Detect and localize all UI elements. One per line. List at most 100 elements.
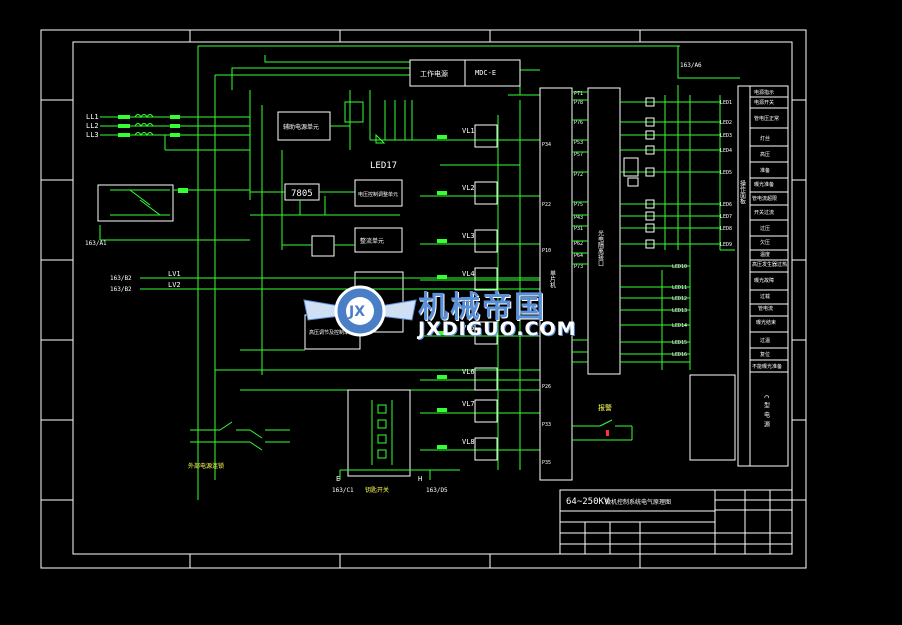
vl-label: VL2 <box>462 184 475 192</box>
key-switch-area: 钥匙开关 E H 163/C1 163/D5 <box>332 389 460 494</box>
top-ref-label: 163/A6 <box>680 62 702 69</box>
e-mark: E <box>336 475 340 483</box>
led-boxes <box>623 97 655 249</box>
port-label: P31 <box>574 226 583 232</box>
monitor-label: 整流单元 <box>360 237 384 245</box>
port-label: P76 <box>574 120 583 126</box>
panel-item: 曝光结束 <box>756 319 776 326</box>
lv-lines: 163/B2 163/B2 LV1 LV2 <box>110 270 540 293</box>
three-phase-input: LL1 LL2 LL3 <box>86 113 250 151</box>
left-switch-box: 163/A1 <box>85 184 250 247</box>
operation-side-label: 操作面板 <box>739 179 746 205</box>
port-label: P34 <box>542 142 551 148</box>
lv1-ref: 163/B2 <box>110 275 132 282</box>
panel-item: 灯丝 <box>760 135 770 142</box>
panel-item: 复位 <box>760 351 770 358</box>
cpu-panel-label: 单片机 <box>549 269 556 289</box>
led-labels: LED1 LED2 LED3 LED4 LED5 LED6 LED7 LED8 … <box>672 100 732 358</box>
vl-label: VL8 <box>462 438 475 446</box>
led17-label: LED17 <box>370 161 397 171</box>
led-label: LED8 <box>720 226 732 232</box>
lv2-label: LV2 <box>168 281 181 289</box>
port-label: P33 <box>542 422 551 428</box>
inner-frame <box>72 41 793 555</box>
led-matrix-lines <box>620 85 735 370</box>
panel-item: 温度 <box>760 251 770 258</box>
panel-item: 准备 <box>760 167 770 174</box>
lv1-label: LV1 <box>168 270 181 278</box>
panel-item: 电源指示 <box>754 89 774 96</box>
watermark-title: 机械帝国 <box>418 290 546 325</box>
port-label: P10 <box>542 248 551 254</box>
port-label: P26 <box>542 384 551 390</box>
work-power-label: 工作电源 <box>420 69 448 78</box>
panel-item: 曝光准备 <box>754 181 774 188</box>
regulator-label: 7805 <box>291 189 313 199</box>
port-label: P57 <box>574 152 583 158</box>
panel-item: 管电流超限 <box>752 195 777 202</box>
panel-item: 开关过流 <box>754 209 774 216</box>
port-label: P73 <box>574 264 583 270</box>
port-label: P53 <box>574 140 583 146</box>
ext-interlock-label: 外部电源连锁 <box>188 462 224 470</box>
lv2-ref: 163/B2 <box>110 286 132 293</box>
vl-symbols <box>437 135 447 449</box>
panel-connections <box>572 91 588 363</box>
display-panel-label: 光电隔离接口 <box>597 229 604 267</box>
bottom-ref-e: 163/C1 <box>332 487 354 494</box>
operation-panel: 操作面板 C 型 电 源 <box>689 85 789 467</box>
c-power-label: C 型 电 源 <box>763 395 770 429</box>
led-label: LED1 <box>720 100 732 106</box>
voltage-control-label: 电压控制调整单元 <box>358 191 398 198</box>
led-label: LED16 <box>672 352 687 358</box>
vl-labels: VL1 VL2 VL3 VL4 VL5 VL6 VL7 VL8 <box>462 127 475 446</box>
title-block-subtitle: 微机控制系统电气原理图 <box>605 498 671 506</box>
vl-label: VL6 <box>462 368 475 376</box>
watermark: JX 机械帝国 JXDIGUO.COM <box>300 280 600 342</box>
port-label: P62 <box>574 241 583 247</box>
alarm-label: 报警 <box>598 403 612 412</box>
phase-l2-label: LL2 <box>86 122 99 130</box>
panel-item: 曝光故障 <box>754 277 774 284</box>
port-label: P75 <box>574 202 583 208</box>
led-label: LED3 <box>720 133 732 139</box>
cpu-panel: 单片机 <box>539 87 573 481</box>
vl-label: VL3 <box>462 232 475 240</box>
watermark-logo-text: JX <box>348 304 365 320</box>
vl-label: VL1 <box>462 127 475 135</box>
led-label: LED10 <box>672 264 687 270</box>
led-label: LED4 <box>720 148 732 154</box>
panel-item: 管电压正常 <box>754 115 779 122</box>
led-label: LED14 <box>672 323 687 329</box>
port-labels: P71 P78 P76 P53 P57 P72 P75 P43 P31 P62 … <box>542 91 583 466</box>
bottom-ref-h: 163/D5 <box>426 487 448 494</box>
operation-panel-items: 电源指示 电源开关 管电压正常 灯丝 高压 准备 曝光准备 管电流超限 开关过流… <box>752 89 787 370</box>
alarm-switch: 报警 <box>572 403 633 441</box>
port-label: P43 <box>574 215 583 221</box>
vl-label: VL7 <box>462 400 475 408</box>
panel-item: 过温 <box>760 337 770 344</box>
title-block-voltage: 64~250KV <box>566 497 610 507</box>
led-label: LED11 <box>672 285 687 291</box>
port-label: P22 <box>542 202 551 208</box>
vl-opto-boxes <box>474 124 498 461</box>
vl-label: VL4 <box>462 270 475 278</box>
watermark-url: JXDIGUO.COM <box>418 318 577 340</box>
led-label: LED7 <box>720 214 732 220</box>
panel-item: 不能曝光准备 <box>752 363 782 370</box>
frame-ticks <box>41 30 806 568</box>
led-label: LED13 <box>672 308 687 314</box>
port-label: P72 <box>574 172 583 178</box>
panel-item: 高压发生器过热 <box>752 261 787 268</box>
panel-item: 电源开关 <box>754 99 774 106</box>
aux-power-label: 辅助电源单元 <box>283 123 319 131</box>
port-label: P35 <box>542 460 551 466</box>
mdce-label: MDC-E <box>475 69 496 77</box>
phase-l3-label: LL3 <box>86 131 99 139</box>
outer-frame <box>40 29 807 569</box>
panel-item: 高压 <box>760 151 770 158</box>
monitor-block: 整流单元 <box>282 227 403 257</box>
panel-item: 过载 <box>760 293 770 300</box>
watermark-logo-icon: JX <box>303 285 417 337</box>
